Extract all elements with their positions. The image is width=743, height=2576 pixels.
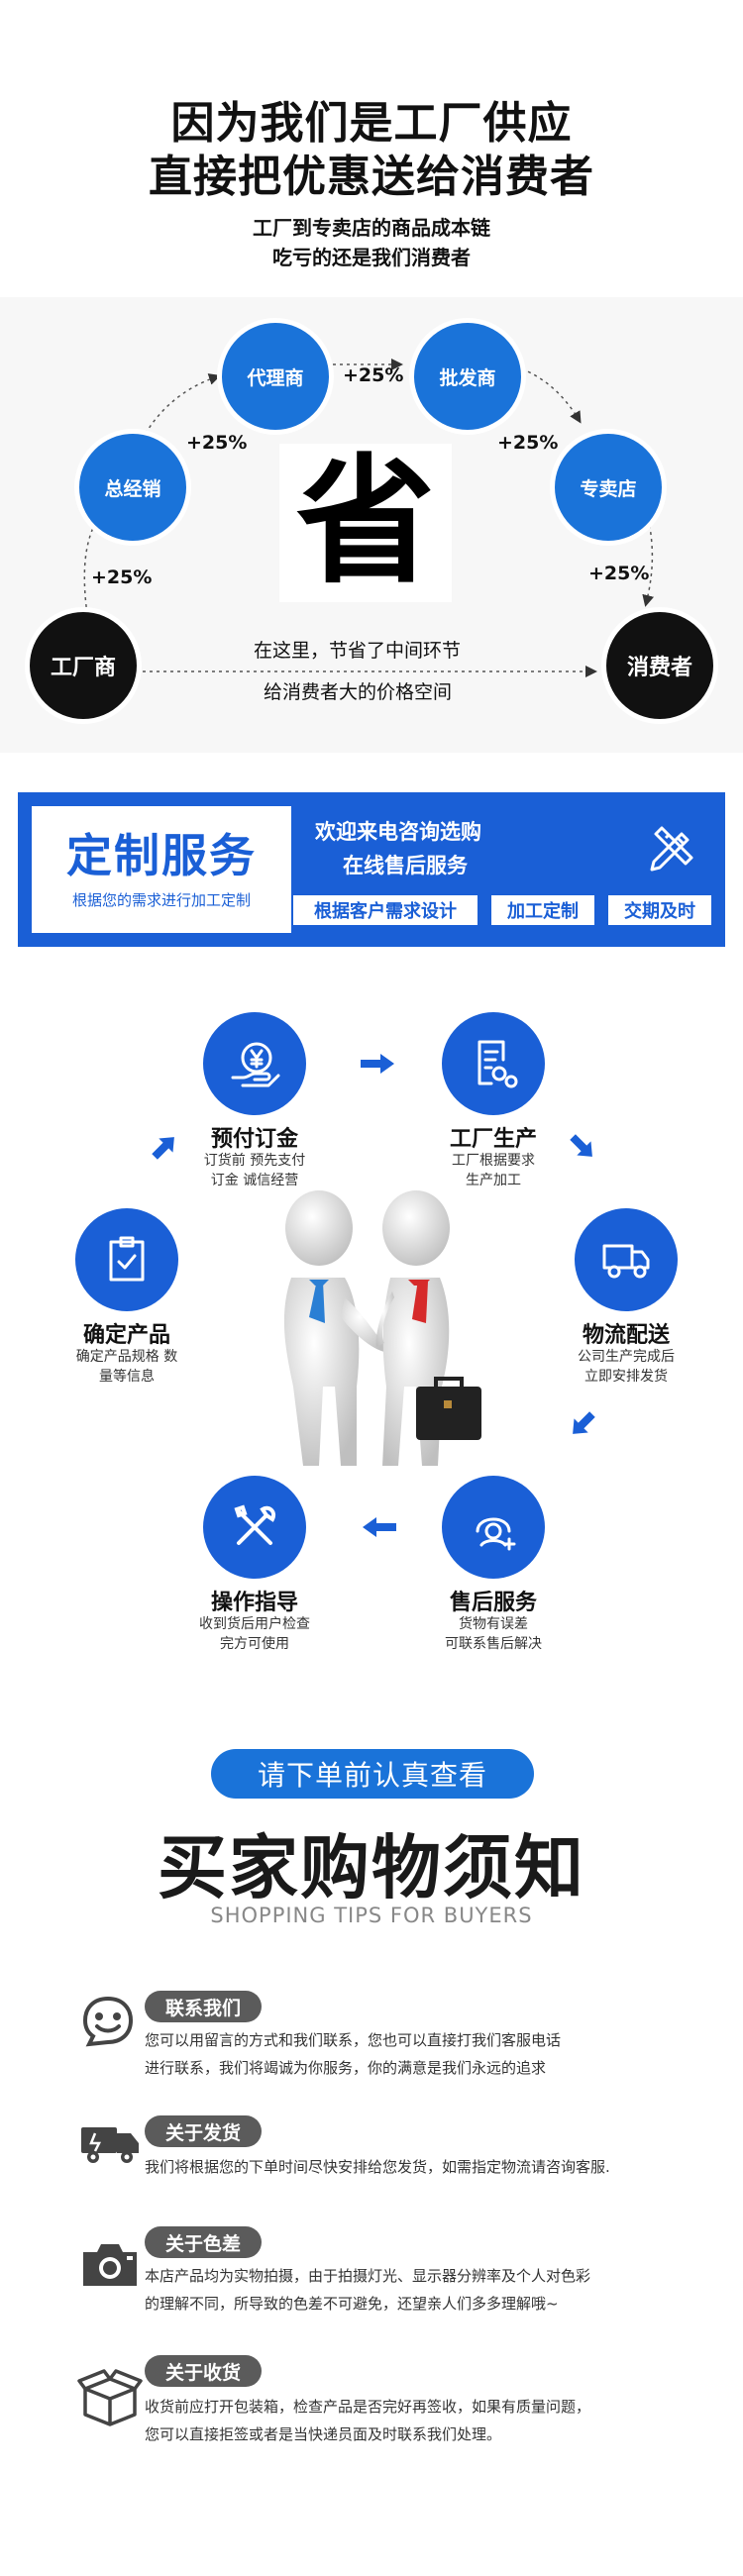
- step-prepay-title: 预付订金: [210, 1127, 298, 1152]
- custom-service-banner: 定制服务 根据您的需求进行加工定制 欢迎来电咨询选购 在线售后服务 根据客户需求…: [18, 792, 725, 947]
- step-prepay-icon-circle: [203, 1012, 306, 1115]
- markup-label: +25%: [497, 432, 559, 454]
- truck-icon: [602, 1244, 650, 1279]
- headset-plus-icon: [476, 1517, 516, 1551]
- node-distributor: 总经销: [79, 434, 186, 541]
- step-guide-desc: 完方可使用: [220, 1636, 289, 1652]
- save-badge: 省: [279, 444, 452, 602]
- headline-line1: 因为我们是工厂供应: [170, 98, 573, 149]
- step-guide-desc: 收到货后用户检查: [199, 1616, 310, 1632]
- node-factory: 工厂商: [30, 612, 137, 719]
- custom-service-subtitle: 根据您的需求进行加工定制: [71, 891, 251, 909]
- tools-icon: [234, 1504, 275, 1545]
- step-confirm-icon-circle: [75, 1208, 178, 1311]
- step-guide-icon-circle: [203, 1476, 306, 1579]
- tip-label-color-difference: 关于色差: [145, 2226, 262, 2258]
- tag-custom: 加工定制: [491, 895, 594, 925]
- custom-service-card: 定制服务 根据您的需求进行加工定制: [32, 806, 291, 933]
- handshake-figures-illustration: [283, 1190, 481, 1466]
- shopping-tips-title: 买家购物须知: [158, 1827, 585, 1908]
- tip-text-contact: 进行联系，我们将竭诚为你服务，你的满意是我们永远的追求: [145, 2059, 547, 2077]
- arrow-left-icon: [363, 1517, 396, 1537]
- shopping-tips-title-en: SHOPPING TIPS FOR BUYERS: [210, 1904, 533, 1927]
- custom-service-title: 定制服务: [66, 829, 257, 882]
- step-aftersales-desc: 货物有误差: [459, 1616, 528, 1632]
- arrow-up-right-icon: [152, 1137, 174, 1160]
- step-logistics-desc: 立即安排发货: [584, 1369, 668, 1385]
- tag-design: 根据客户需求设计: [293, 895, 478, 925]
- tip-text-color-difference: 的理解不同，所导致的色差不可避免，还望亲人们多多理解哦~: [145, 2295, 559, 2313]
- clipboard-check-icon: [109, 1236, 145, 1282]
- step-production-desc: 生产加工: [466, 1173, 521, 1188]
- tip-text-contact: 您可以用留言的方式和我们联系，您也可以直接打我们客服电话: [145, 2031, 562, 2049]
- step-logistics-icon-circle: [575, 1208, 678, 1311]
- step-guide-title: 操作指导: [210, 1591, 298, 1615]
- smiley-chat-icon: [82, 1996, 134, 2047]
- tip-label-contact: 联系我们: [145, 1991, 262, 2022]
- node-wholesaler: 批发商: [414, 323, 521, 430]
- tip-label-receiving: 关于收货: [145, 2355, 262, 2387]
- tip-label-shipping: 关于发货: [145, 2115, 262, 2147]
- step-confirm-desc: 确定产品规格 数: [75, 1349, 178, 1365]
- tip-text-receiving: 您可以直接拒签或者是当快递员面及时联系我们处理。: [145, 2425, 502, 2443]
- markup-label: +25%: [91, 567, 153, 588]
- delivery-truck-icon: [81, 2127, 139, 2163]
- camera-icon: [83, 2244, 137, 2286]
- tag-delivery: 交期及时: [608, 895, 711, 925]
- node-agent: 代理商: [222, 323, 329, 430]
- tip-text-receiving: 收货前应打开包装箱，检查产品是否完好再签收，如果有质量问题，: [145, 2398, 591, 2416]
- after-sales-text: 在线售后服务: [343, 854, 468, 877]
- markup-label: +25%: [186, 432, 248, 454]
- node-store: 专卖店: [555, 434, 662, 541]
- subhead-line2: 吃亏的还是我们消费者: [272, 246, 471, 269]
- step-production-desc: 工厂根据要求: [452, 1153, 535, 1169]
- check-before-order-pill: 请下单前认真查看: [211, 1749, 534, 1799]
- markup-label: +25%: [588, 563, 650, 584]
- yen-hand-icon: [231, 1042, 280, 1087]
- node-consumer: 消费者: [606, 612, 713, 719]
- tip-text-color-difference: 本店产品均为实物拍摄，由于拍摄灯光、显示器分辨率及个人对色彩: [145, 2267, 591, 2285]
- markup-label: +25%: [343, 364, 404, 386]
- step-logistics-title: 物流配送: [582, 1323, 670, 1348]
- arrow-down-left-icon: [573, 1411, 595, 1434]
- chain-note-line1: 在这里，节省了中间环节: [254, 640, 462, 662]
- step-prepay-desc: 订金 诚信经营: [210, 1173, 299, 1188]
- step-production-title: 工厂生产: [449, 1127, 537, 1152]
- pencil-ruler-icon: [650, 826, 693, 872]
- document-gears-icon: [478, 1040, 518, 1088]
- cost-chain-diagram: 工厂商 总经销 代理商 批发商 专卖店 消费者 +25% +25% +25% +…: [0, 297, 743, 753]
- step-prepay-desc: 订货前 预先支付: [203, 1153, 306, 1169]
- step-confirm-title: 确定产品: [82, 1323, 170, 1348]
- subhead-line1: 工厂到专卖店的商品成本链: [253, 216, 490, 240]
- step-aftersales-desc: 可联系售后解决: [445, 1636, 542, 1652]
- arrow-down-right-icon: [570, 1134, 592, 1157]
- consult-text: 欢迎来电咨询选购: [315, 820, 481, 844]
- step-logistics-desc: 公司生产完成后: [578, 1349, 675, 1365]
- package-box-icon: [77, 2369, 143, 2426]
- tip-text-shipping: 我们将根据您的下单时间尽快安排给您发货，如需指定物流请咨询客服.: [145, 2158, 610, 2176]
- step-aftersales-icon-circle: [442, 1476, 545, 1579]
- step-confirm-desc: 量等信息: [99, 1369, 155, 1385]
- arrow-right-icon: [361, 1054, 394, 1074]
- chain-note-line2: 给消费者大的价格空间: [264, 681, 453, 703]
- save-character: 省: [295, 442, 435, 603]
- step-aftersales-title: 售后服务: [449, 1591, 537, 1615]
- headline-line2: 直接把优惠送给消费者: [149, 152, 594, 202]
- step-production-icon-circle: [442, 1012, 545, 1115]
